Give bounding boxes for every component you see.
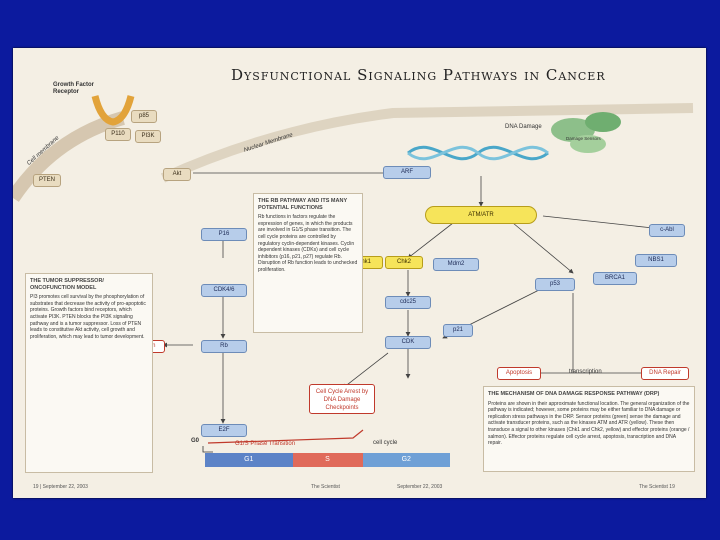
node-cell-cycle-arrest: Cell Cycle Arrest by DNA Damage Checkpoi… xyxy=(309,384,375,414)
cell-cycle-label: cell cycle xyxy=(373,440,398,446)
cell-cycle-bar: G1 S G2 xyxy=(205,453,450,467)
node-p53: p53 xyxy=(535,278,575,291)
bottom-text-panel: The Mechanism of DNA Damage Response Pat… xyxy=(483,386,695,472)
node-apoptosis: Apoptosis xyxy=(497,367,541,380)
center-panel-heading: The Rb Pathway and Its Many Potential Fu… xyxy=(258,198,348,211)
connector xyxy=(512,222,574,274)
damage-sensor-blob xyxy=(585,112,621,132)
node-p85: p85 xyxy=(131,110,157,123)
g0-label: G0 xyxy=(191,438,200,444)
node-mdm2: Mdm2 xyxy=(433,258,479,271)
node-e2f: E2F xyxy=(201,424,247,437)
node-nbs1: NBS1 xyxy=(635,254,677,267)
node-cdk: CDK xyxy=(385,336,431,349)
connector xyxy=(342,352,389,389)
node-akt: Akt xyxy=(163,168,191,181)
phase-s: S xyxy=(292,453,363,467)
bottom-panel-body: Proteins are shown in their approximate … xyxy=(488,400,690,447)
node-p16: P16 xyxy=(201,228,247,241)
phase-g1: G1 xyxy=(205,453,293,467)
bottom-panel-heading: The Mechanism of DNA Damage Response Pat… xyxy=(488,391,660,397)
connector xyxy=(542,215,654,230)
node-p110: P110 xyxy=(105,128,131,141)
node-cdk46: CDK4/6 xyxy=(201,284,247,297)
center-text-panel: The Rb Pathway and Its Many Potential Fu… xyxy=(253,193,363,333)
node-cdc25: cdc25 xyxy=(385,296,431,309)
node-atm-atr: ATM/ATR xyxy=(425,206,537,224)
node-brca1: BRCA1 xyxy=(593,272,637,285)
phase-g2: G2 xyxy=(362,453,450,467)
g1s-transition-label: G1/S Phase Transition xyxy=(235,441,296,447)
node-p21: p21 xyxy=(443,324,473,337)
footer-right: The Scientist 19 xyxy=(639,484,675,490)
center-panel-body: Rb functions in factors regulate the exp… xyxy=(258,214,358,273)
left-panel-heading: The Tumor Suppressor/ Oncofunction Model xyxy=(30,278,104,291)
connector xyxy=(407,222,454,259)
nuclear-membrane xyxy=(160,103,694,183)
diagram-page: Dysfunctional Signaling Pathways in Canc… xyxy=(13,48,706,498)
g0-bracket xyxy=(202,446,213,453)
growth-factor-receptor-shape xyxy=(91,95,135,126)
diagram-title: Dysfunctional Signaling Pathways in Canc… xyxy=(231,66,606,84)
node-rb: Rb xyxy=(201,340,247,353)
node-pten: PTEN xyxy=(33,174,61,187)
node-cabl: c-Abl xyxy=(649,224,685,237)
dna-helix-strand-b xyxy=(407,145,549,161)
node-chk2: Chk2 xyxy=(385,256,423,269)
footer-left: 19 | September 22, 2003 xyxy=(33,484,88,490)
footer-mid-1: The Scientist xyxy=(311,484,340,490)
damage-sensor-blob xyxy=(570,135,606,153)
damage-sensors-label: Damage Sensors xyxy=(566,136,601,141)
left-text-panel: The Tumor Suppressor/ Oncofunction Model… xyxy=(25,273,153,473)
left-panel-body: PI3 promotes cell survival by the phosph… xyxy=(30,294,146,340)
node-dna-repair: DNA Repair xyxy=(641,367,689,380)
transcription-label: transcription xyxy=(569,369,602,375)
node-pi3k: PI3K xyxy=(135,130,161,143)
footer-mid-2: September 22, 2003 xyxy=(397,484,443,490)
growth-factor-receptor-label: Growth Factor Receptor xyxy=(53,82,95,95)
node-arf: ARF xyxy=(383,166,431,179)
g1s-transition-line xyxy=(207,429,364,444)
pathway-lines xyxy=(13,95,694,453)
dna-damage-label: DNA Damage xyxy=(505,124,542,130)
